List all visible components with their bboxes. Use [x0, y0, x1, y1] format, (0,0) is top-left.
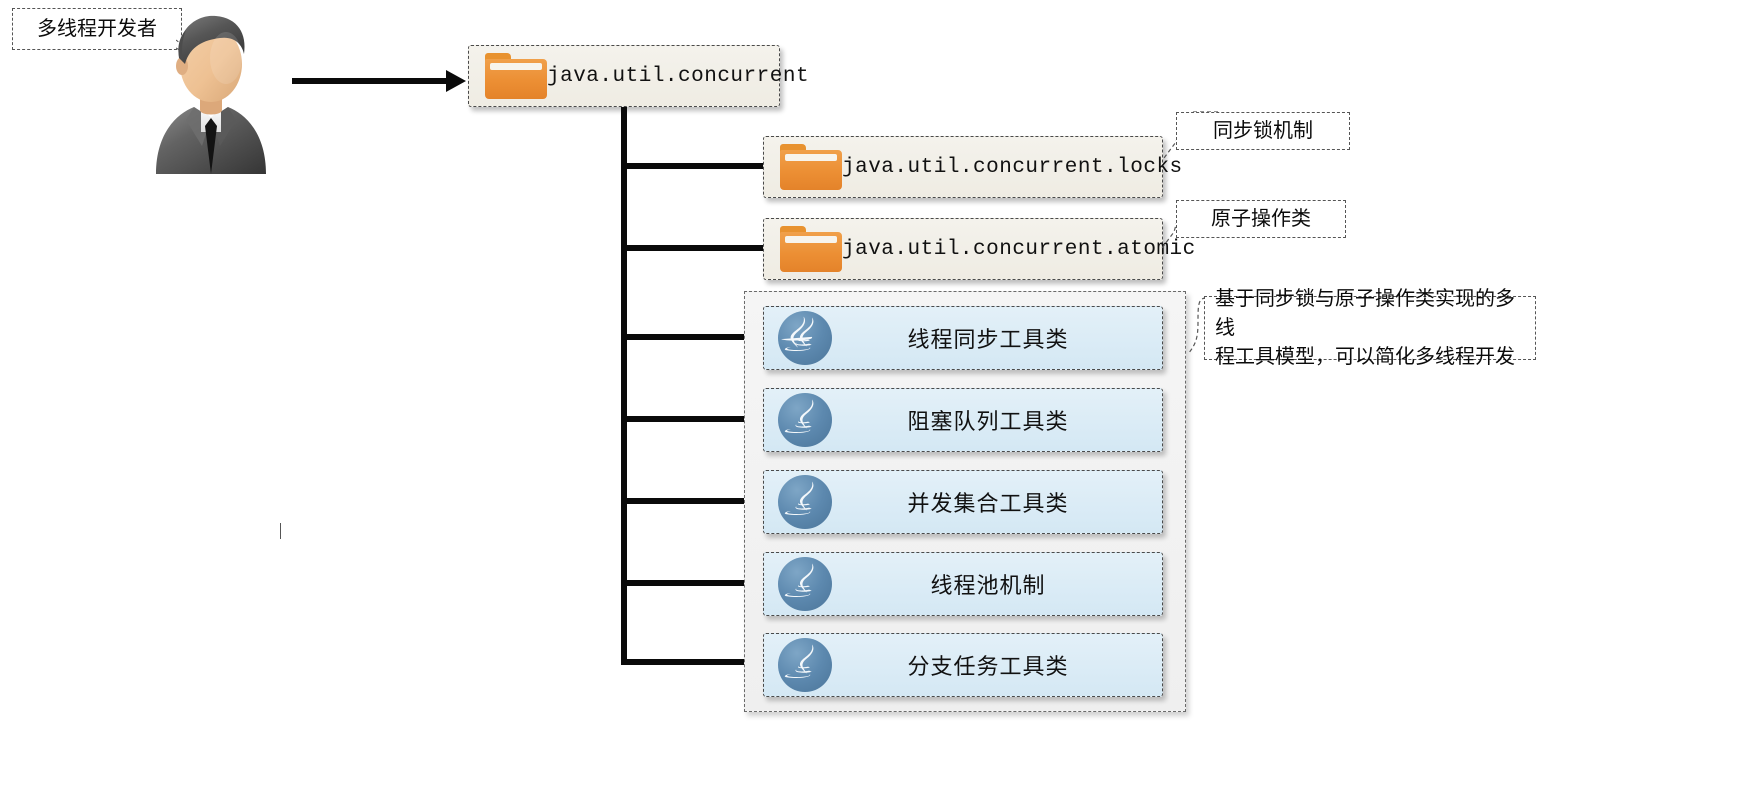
java-cup-icon [778, 638, 832, 692]
text-caret [280, 523, 281, 539]
root-package-label: java.util.concurrent [547, 64, 810, 88]
actor-callout: 多线程开发者 [12, 8, 182, 50]
tree-branch-class-3 [621, 498, 769, 504]
group-note-callout: 基于同步锁与原子操作类实现的多线 程工具模型，可以简化多线程开发 [1204, 288, 1536, 368]
tree-branch-locks [621, 163, 769, 169]
folder-icon [780, 144, 842, 190]
tree-branch-class-1 [621, 334, 769, 340]
folder-icon [485, 53, 547, 99]
locks-note-label: 同步锁机制 [1213, 119, 1313, 142]
tree-branch-atomic [621, 245, 769, 251]
package-label-atomic: java.util.concurrent.atomic [842, 237, 1196, 261]
java-cup-icon [778, 475, 832, 529]
actor-to-root-arrow-line [292, 78, 452, 84]
java-cup-icon [778, 393, 832, 447]
tree-branch-class-2 [621, 416, 769, 422]
class-label-concurrent-collection: 并发集合工具类 [907, 491, 1069, 516]
class-node-concurrent-collection[interactable]: 并发集合工具类 [763, 470, 1163, 534]
class-node-thread-pool[interactable]: 线程池机制 [763, 552, 1163, 616]
class-node-fork-join[interactable]: 分支任务工具类 [763, 633, 1163, 697]
class-label-thread-pool: 线程池机制 [930, 573, 1046, 598]
java-cup-icon [778, 311, 832, 365]
businessman-avatar-icon [146, 6, 276, 174]
atomic-note-callout: 原子操作类 [1176, 200, 1346, 238]
actor-to-root-arrow-head [446, 70, 466, 92]
java-cup-icon [778, 557, 832, 611]
package-node-locks[interactable]: java.util.concurrent.locks [763, 136, 1182, 198]
tree-branch-class-5 [621, 659, 769, 665]
actor-callout-label: 多线程开发者 [37, 17, 157, 40]
tree-branch-class-4 [621, 580, 769, 586]
package-node-atomic[interactable]: java.util.concurrent.atomic [763, 218, 1195, 280]
folder-icon [780, 226, 842, 272]
class-node-blocking-queue[interactable]: 阻塞队列工具类 [763, 388, 1163, 452]
class-label-fork-join: 分支任务工具类 [907, 654, 1069, 679]
root-package-node[interactable]: java.util.concurrent [468, 45, 809, 107]
class-label-blocking-queue: 阻塞队列工具类 [907, 409, 1069, 434]
package-label-locks: java.util.concurrent.locks [842, 155, 1183, 179]
group-note-label: 基于同步锁与原子操作类实现的多线 程工具模型，可以简化多线程开发 [1215, 287, 1515, 368]
tree-trunk [621, 107, 627, 665]
class-node-thread-sync[interactable]: 线程同步工具类 [763, 306, 1163, 370]
atomic-note-label: 原子操作类 [1211, 207, 1311, 230]
class-label-thread-sync: 线程同步工具类 [907, 327, 1069, 352]
locks-note-callout: 同步锁机制 [1176, 112, 1350, 150]
